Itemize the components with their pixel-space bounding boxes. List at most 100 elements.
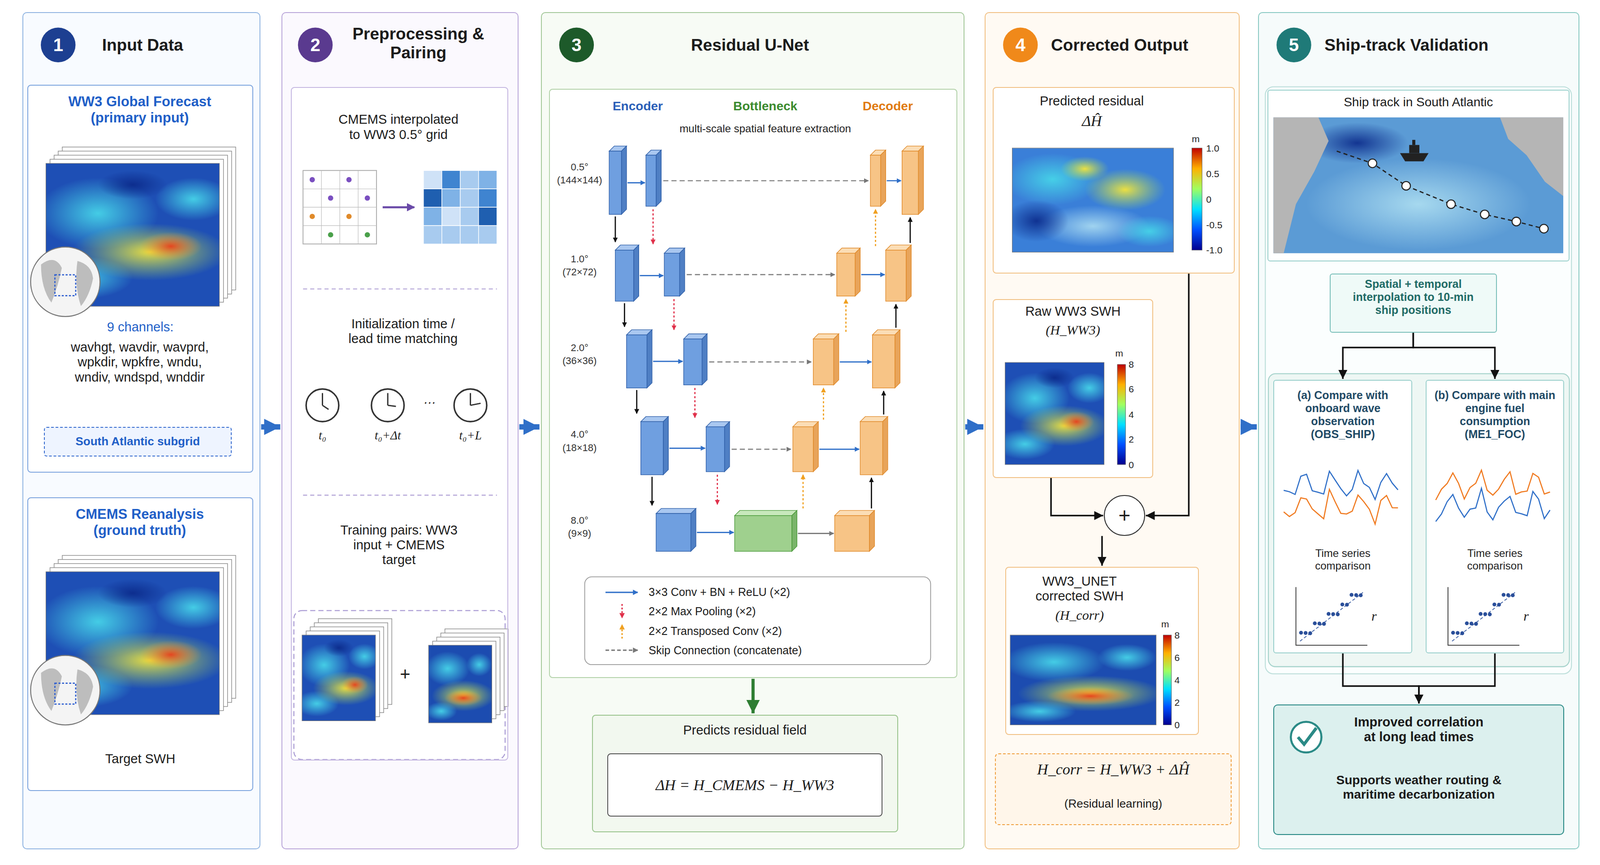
time-label: t₀ [302,428,343,443]
scatter-dot [1492,602,1497,607]
node-text: ΔĤ [1005,112,1179,130]
grid-dot [364,195,371,201]
unet-arrow [694,387,696,418]
block-side [855,247,861,296]
node-text: (H_WW3) [998,322,1149,338]
check-icon [1290,721,1322,753]
formula-box: H_corr = H_WW3 + ΔĤ(Residual learning) [994,752,1232,825]
node-text: Time series comparison [1444,546,1547,572]
unet-arrow [882,390,885,415]
grid-dot [309,213,316,220]
field-blob [1034,367,1075,389]
node-text: Time series comparison [1291,546,1394,572]
ship-icon [1409,144,1420,153]
connector-arrow [261,423,281,430]
scatter-dot [1358,592,1363,597]
grid-cell [460,188,479,208]
tick-label: 8 [1174,629,1191,641]
node-text: WW3 Global Forecast (primary input) [58,93,222,126]
scatter-dot [1308,631,1313,636]
grid-cell [478,225,498,244]
block-side [663,416,669,475]
ship-icon [1400,153,1429,162]
map-box: Ship track in South Atlantic [1267,89,1570,262]
legend-line [621,603,623,618]
node-text: South Atlantic subgrid [43,426,232,457]
unet-arrow [652,209,654,244]
scatter-dot [1299,630,1304,635]
step-number-text: 4 [1003,27,1038,62]
node-text: ΔH = H_CMEMS − H_WW3 [607,752,883,817]
subgrid-marker [54,274,76,296]
unet-arrow [635,389,638,414]
colorbar [1117,364,1126,465]
node-text: Encoder [586,99,689,114]
feature-block [734,515,792,552]
output-box: Predicts residual fieldΔH = H_CMEMS − H_… [592,714,899,832]
clock-hand [387,405,396,407]
block-side [724,421,730,472]
feature-block [656,513,691,551]
node-text: wavhgt, wavdir, wavprd, wpkdir, wpkfre, … [58,339,222,385]
node-fill [1273,704,1565,835]
unet-arrow [895,303,897,328]
node-fill [1267,89,1570,262]
step-number: 3 [559,27,594,62]
node-fill [540,12,965,849]
block-side [813,421,819,472]
connector-arrow [751,678,755,714]
feature-block [792,426,814,472]
legend-text: Skip Connection (concatenate) [648,643,802,657]
legend-text: 3×3 Conv + BN + ReLU (×2) [648,585,790,599]
scatter-dot [1483,611,1488,616]
tick-label: 2 [1174,696,1191,708]
clock [306,388,339,422]
scatter-dot [1344,602,1350,607]
feature-block [640,421,664,475]
legend-entry: 3×3 Conv + BN + ReLU (×2) [601,582,790,602]
plus-sign: + [394,663,416,684]
tick-label: -1.0 [1206,244,1233,256]
feature-block [609,151,622,215]
scatter-dot [1469,621,1474,626]
node-text: Improved correlation at long lead times [1349,714,1488,745]
time-label: t₀+Δt [362,428,414,443]
swh-field [302,634,376,721]
tick-label: 4 [1174,674,1191,686]
node-fill [1329,273,1497,333]
tick-label: -0.5 [1206,219,1233,231]
legend-line [621,624,623,639]
field-blob [1060,156,1110,182]
field-blob [341,675,368,693]
block-side [690,508,696,552]
clock-hand [322,405,329,410]
connector-arrow [1050,477,1103,516]
connector-arrow [1342,652,1419,704]
input-box: WW3 Global Forecast (primary input)9 cha… [27,84,253,473]
legend-sample [601,602,643,621]
ocean [1273,117,1564,254]
node-text: (Residual learning) [999,796,1227,811]
panel: Input Data1WW3 Global Forecast (primary … [22,12,260,849]
grid-line [302,243,377,245]
feature-block [885,250,907,302]
field-blob [1058,411,1095,433]
panel: Ship-track Validation5Ship track in Sout… [1258,12,1580,849]
field-blob [1046,686,1134,705]
scatter-dot [1460,631,1465,636]
separator [302,494,498,496]
block-side [633,244,639,301]
node-fill [281,12,519,849]
field-blob [98,578,168,608]
unet-arrow [870,477,873,509]
resolution-label: 2.0° [550,341,609,354]
feature-block [813,338,835,385]
block-side [646,329,652,388]
node-text: Bottleneck [714,99,817,114]
grid-cell [460,207,479,226]
step-number: 4 [1003,27,1038,62]
unet-arrow [696,531,734,533]
block-top [734,510,797,515]
node-fill [27,497,253,792]
feature-block [870,155,881,207]
